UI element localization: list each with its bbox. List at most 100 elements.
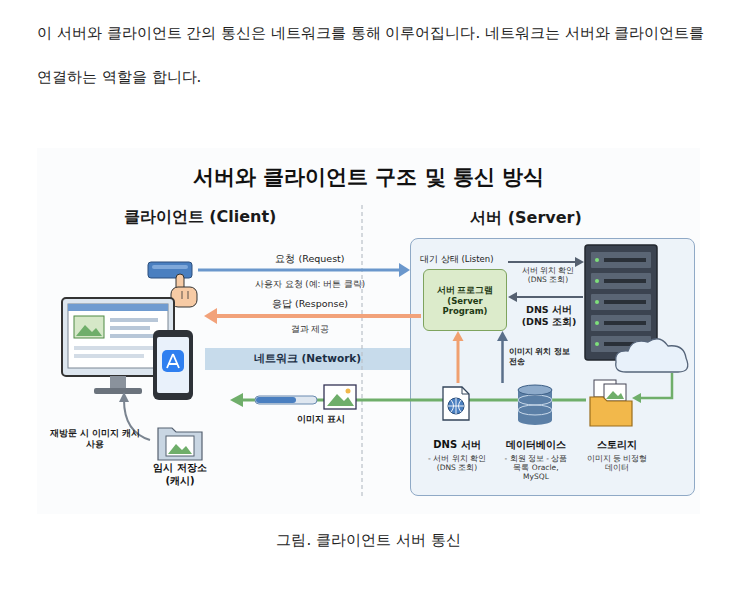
button-highlight <box>152 265 188 269</box>
rack-led <box>595 300 599 304</box>
node-text: 이미지 등 비정형 데이터 <box>582 454 652 473</box>
node-body: 네트워크 (Network) <box>205 348 410 370</box>
dns-lookup-arrow <box>508 261 576 263</box>
dns-reply-arrow-head <box>508 292 517 302</box>
node-text: - 회원 정보 - 상품 목록 Oracle, MySQL <box>501 454 571 482</box>
rack-slot <box>604 321 646 325</box>
callout-note: 재방문 시 이미지 캐시 사용 <box>48 428 142 451</box>
node-title: 임시 저장소 (캐시) <box>143 462 217 487</box>
browser-bar <box>68 304 168 311</box>
hand-line <box>182 291 183 299</box>
storage-link <box>640 373 672 398</box>
rack-unit <box>591 273 651 289</box>
arrow-label: 요청 (Request) <box>240 253 380 265</box>
connector-line <box>457 340 460 383</box>
arrow-note: 사용자 요청 (예: 버튼 클릭) <box>215 279 405 290</box>
cloud-icon <box>616 339 688 372</box>
screen-text-line <box>110 318 158 322</box>
arrow-note: 결과 제공 <box>250 324 370 335</box>
arrow-note: 서버 위치 확인 (DNS 조회) <box>513 266 583 285</box>
connector-arrow <box>453 331 464 383</box>
figure-caption: 그림. 클라이언트 서버 통신 <box>0 531 737 550</box>
arrow-label: 응답 (Response) <box>240 298 380 310</box>
response-arrow-head <box>204 308 217 324</box>
screen-text-line <box>110 326 150 330</box>
node-heading: 대기 상태 (Listen) <box>420 254 530 265</box>
app-icon <box>162 350 184 372</box>
screen-text-line <box>74 354 144 358</box>
hand-line <box>188 291 189 299</box>
storage-folder <box>590 397 632 426</box>
database-bottom <box>518 415 552 425</box>
rack-slot <box>604 300 646 304</box>
diagram-title: 서버와 클라이언트 구조 및 통신 방식 <box>37 164 700 190</box>
rack-led <box>595 258 599 262</box>
database-ring <box>518 395 552 405</box>
progress-bar <box>255 396 317 404</box>
node-text: 서버 프로그램 (Server Program) <box>427 285 503 317</box>
arrow-head <box>497 331 508 341</box>
dns-document-fold <box>462 387 469 394</box>
dns-lookup-arrow-head <box>575 257 584 267</box>
edge-label: 이미지 위치 정보 전송 <box>509 347 571 367</box>
network-band: 네트워크 (Network) <box>205 348 410 370</box>
cache-image-mountain <box>168 444 192 454</box>
rack-led <box>595 321 599 325</box>
rack-led <box>595 342 599 346</box>
connector-line <box>501 340 504 383</box>
storage-image <box>604 384 626 401</box>
rack-slot <box>604 258 646 262</box>
button-icon <box>148 262 192 278</box>
image-arrow-head <box>230 393 243 407</box>
node-title: 네트워크 (Network) <box>208 352 407 365</box>
database-top <box>518 385 552 395</box>
node-title: 스토리지 <box>582 439 652 452</box>
node-text: - 서버 위치 확인 (DNS 조회) <box>424 454 490 473</box>
database-ring <box>518 405 552 415</box>
node-body: 서버 프로그램 (Server Program) <box>424 270 506 330</box>
dns-globe-lines <box>448 398 464 414</box>
storage-image-mountain <box>606 391 624 399</box>
connector-arrow <box>497 331 508 383</box>
rack-unit <box>591 252 651 268</box>
image-icon-mountain <box>327 394 354 406</box>
monitor-base <box>94 388 142 394</box>
rack-led <box>595 279 599 283</box>
screen-image-mountain <box>76 325 102 336</box>
screen-text-line <box>110 334 154 338</box>
node-title: 데이터베이스 <box>501 439 571 452</box>
rack-unit <box>591 294 651 310</box>
storage-link-head <box>632 393 641 403</box>
phone-body <box>153 330 193 400</box>
divider-line <box>361 205 362 498</box>
cache-folder <box>158 428 202 460</box>
dns-reply-arrow <box>516 296 583 298</box>
request-arrow-head <box>399 263 410 277</box>
node-title: DNS 서버 <box>424 439 490 452</box>
program-box: 서버 프로그램 (Server Program)대기 상태 (Listen) <box>423 269 507 331</box>
response-arrow <box>216 314 421 318</box>
arrow-head <box>453 331 464 341</box>
phone-screen <box>157 337 189 393</box>
rack-unit <box>591 315 651 331</box>
app-icon-symbol <box>167 354 179 368</box>
dns-globe <box>448 398 464 414</box>
image-icon-sun <box>346 389 351 394</box>
cache-arrow-head <box>119 392 129 402</box>
image-icon <box>324 385 356 409</box>
arrow-label: 이미지 표시 <box>276 414 366 425</box>
rack-slot <box>604 279 646 283</box>
body-paragraph: 이 서버와 클라이언트 간의 통신은 네트워크를 통해 이루어집니다. 네트워크… <box>37 11 709 99</box>
screen-text-line <box>74 346 158 350</box>
progress-fill <box>256 397 296 403</box>
arrow-label: DNS 서버 (DNS 조회) <box>517 304 581 328</box>
cache-image <box>166 436 194 456</box>
monitor-neck <box>110 376 126 388</box>
node-heading: 서버 (Server) <box>451 208 601 228</box>
request-arrow <box>198 269 400 272</box>
section-heading: 클라이언트 (Client) <box>110 207 290 227</box>
